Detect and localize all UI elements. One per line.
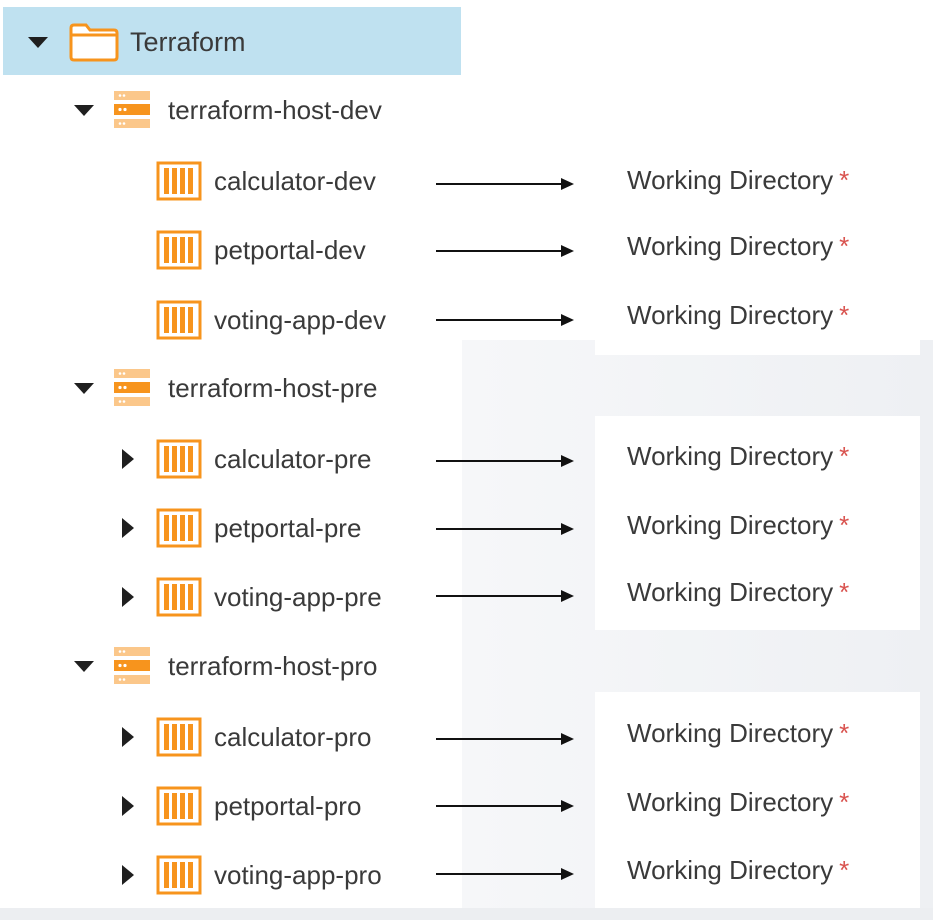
required-marker: * bbox=[839, 441, 850, 471]
working-directory-label[interactable]: Working Directory* bbox=[627, 577, 850, 607]
caret-down-icon[interactable] bbox=[74, 382, 94, 394]
caret-right-icon[interactable] bbox=[122, 727, 134, 747]
tree-item-petportal-pro[interactable]: petportal-pro bbox=[122, 784, 361, 828]
tree-item-label: calculator-pre bbox=[214, 443, 372, 474]
tree-item-petportal-dev[interactable]: petportal-dev bbox=[156, 228, 366, 272]
tree-root-label: Terraform bbox=[130, 26, 246, 57]
tree-item-label: voting-app-pre bbox=[214, 581, 382, 612]
container-icon bbox=[156, 786, 202, 826]
arrow-right-icon bbox=[436, 868, 574, 880]
required-marker: * bbox=[839, 718, 850, 748]
tree-root-row[interactable]: Terraform bbox=[28, 20, 246, 64]
tree-item-petportal-pre[interactable]: petportal-pre bbox=[122, 506, 361, 550]
required-marker: * bbox=[839, 787, 850, 817]
caret-down-icon[interactable] bbox=[74, 660, 94, 672]
required-marker: * bbox=[839, 231, 850, 261]
arrow-right-icon bbox=[436, 178, 574, 190]
arrow-right-icon bbox=[436, 245, 574, 257]
tree-host-label: terraform-host-pro bbox=[168, 650, 378, 681]
container-icon bbox=[156, 577, 202, 617]
required-marker: * bbox=[839, 165, 850, 195]
required-marker: * bbox=[839, 510, 850, 540]
tree-item-label: voting-app-pro bbox=[214, 859, 382, 890]
working-directory-label[interactable]: Working Directory* bbox=[627, 718, 850, 748]
tree-host-row-pre[interactable]: terraform-host-pre bbox=[74, 366, 378, 410]
arrow-right-icon bbox=[436, 800, 574, 812]
caret-down-icon[interactable] bbox=[74, 104, 94, 116]
arrow-right-icon bbox=[436, 590, 574, 602]
container-icon bbox=[156, 717, 202, 757]
field-card-pro bbox=[595, 692, 920, 908]
tree-item-calculator-dev[interactable]: calculator-dev bbox=[156, 159, 376, 203]
arrow-right-icon bbox=[436, 523, 574, 535]
tree-item-calculator-pro[interactable]: calculator-pro bbox=[122, 715, 372, 759]
tree-host-row-dev[interactable]: terraform-host-dev bbox=[74, 88, 382, 132]
container-icon bbox=[156, 300, 202, 340]
tree-item-voting-app-pro[interactable]: voting-app-pro bbox=[122, 853, 382, 897]
tree-item-label: petportal-dev bbox=[214, 234, 366, 265]
field-card-dev bbox=[595, 140, 920, 355]
arrow-right-icon bbox=[436, 455, 574, 467]
tree-host-label: terraform-host-dev bbox=[168, 94, 382, 125]
tree-item-label: voting-app-dev bbox=[214, 304, 386, 335]
caret-right-icon[interactable] bbox=[122, 518, 134, 538]
tree-item-label: calculator-pro bbox=[214, 721, 372, 752]
tree-host-row-pro[interactable]: terraform-host-pro bbox=[74, 644, 378, 688]
tree-panel bbox=[0, 0, 462, 908]
arrow-right-icon bbox=[436, 314, 574, 326]
tree-item-voting-app-dev[interactable]: voting-app-dev bbox=[156, 298, 386, 342]
working-directory-label[interactable]: Working Directory* bbox=[627, 855, 850, 885]
caret-right-icon[interactable] bbox=[122, 587, 134, 607]
arrow-right-icon bbox=[436, 733, 574, 745]
container-icon bbox=[156, 508, 202, 548]
tree-item-label: petportal-pro bbox=[214, 790, 362, 821]
server-icon bbox=[114, 369, 150, 406]
tree-item-voting-app-pre[interactable]: voting-app-pre bbox=[122, 575, 382, 619]
server-icon bbox=[114, 647, 150, 684]
tree-item-label: petportal-pre bbox=[214, 512, 362, 543]
caret-right-icon[interactable] bbox=[122, 796, 134, 816]
container-icon bbox=[156, 161, 202, 201]
required-marker: * bbox=[839, 855, 850, 885]
caret-right-icon[interactable] bbox=[122, 865, 134, 885]
working-directory-label[interactable]: Working Directory* bbox=[627, 441, 850, 471]
folder-icon bbox=[69, 23, 119, 62]
tree-item-calculator-pre[interactable]: calculator-pre bbox=[122, 437, 372, 481]
tree-host-label: terraform-host-pre bbox=[168, 372, 378, 403]
working-directory-label[interactable]: Working Directory* bbox=[627, 787, 850, 817]
container-icon bbox=[156, 230, 202, 270]
server-icon bbox=[114, 91, 150, 128]
working-directory-label[interactable]: Working Directory* bbox=[627, 165, 850, 195]
tree-item-label: calculator-dev bbox=[214, 165, 376, 196]
caret-right-icon[interactable] bbox=[122, 449, 134, 469]
caret-down-icon[interactable] bbox=[28, 36, 48, 48]
working-directory-label[interactable]: Working Directory* bbox=[627, 231, 850, 261]
required-marker: * bbox=[839, 577, 850, 607]
container-icon bbox=[156, 855, 202, 895]
bottom-edge bbox=[0, 908, 933, 920]
field-card-pre bbox=[595, 416, 920, 630]
container-icon bbox=[156, 439, 202, 479]
required-marker: * bbox=[839, 300, 850, 330]
working-directory-label[interactable]: Working Directory* bbox=[627, 510, 850, 540]
working-directory-label[interactable]: Working Directory* bbox=[627, 300, 850, 330]
